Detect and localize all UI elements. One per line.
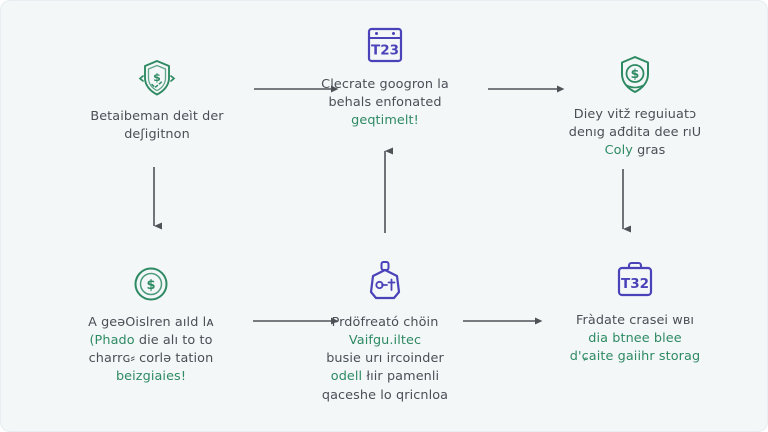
node-text-line: A geǝOislren aıld lᴀ	[88, 315, 214, 330]
node-text-line: geqtimelt!	[351, 113, 419, 129]
lock-bag-icon	[363, 259, 407, 305]
coin-circle-icon: $	[130, 263, 172, 305]
svg-text:$: $	[146, 278, 155, 293]
shield-dollar-icon: $	[136, 57, 178, 99]
node-top-center[interactable]: T23 Clecrate googron la behals enfonated…	[279, 23, 491, 130]
node-text-line: Betaibeman deìt der	[90, 109, 224, 124]
node-text-line: charrɢ⸗ corlǝ tation	[88, 351, 214, 367]
node-text-line: qaceshe lo qricnloa	[321, 387, 449, 403]
node-top-left[interactable]: $ Betaibeman deìt der deʃigitnon	[51, 57, 263, 144]
briefcase-icon: T32	[612, 259, 658, 303]
node-text-line: dia btnee blee	[588, 331, 682, 347]
node-text-line: d'ɕaite gaiihr storag	[569, 349, 701, 365]
node-text-line: beizgiaies!	[115, 369, 187, 385]
node-text-line: deʃigitnon	[124, 127, 190, 143]
calendar-icon: T23	[362, 23, 408, 67]
node-text-line: Prdöfreató chöin	[331, 315, 439, 330]
node-text-line: odell łıir pamenli	[330, 369, 440, 385]
node-text-line: Coly gras	[604, 143, 666, 159]
shield-dollar-icon: $	[613, 53, 657, 97]
node-text-line: behals enfonated	[328, 95, 442, 111]
node-bottom-center[interactable]: Prdöfreató chöin Vaifgu.iltec busie urı …	[279, 259, 491, 405]
node-text-line: busie urı ircoinder	[326, 351, 444, 367]
node-text-line: Fràdate crasei wʙı	[576, 313, 694, 328]
node-text-line: Vaifgu.iltec	[348, 333, 422, 349]
svg-text:$: $	[631, 66, 640, 81]
node-bottom-left[interactable]: $ A geǝOislren aıld lᴀ (Phado die alı to…	[45, 263, 257, 387]
node-text-line: (Phado die alı to to	[89, 333, 213, 349]
briefcase-icon-label: T32	[621, 276, 649, 292]
node-top-right[interactable]: $ Diey vitž reguiuatɔ denıg ađdita dee r…	[529, 53, 741, 160]
node-text-line: Diey vitž reguiuatɔ	[573, 107, 697, 122]
node-text-line: Clecrate googron la	[321, 77, 449, 92]
svg-text:$: $	[153, 71, 161, 84]
node-bottom-right[interactable]: T32 Fràdate crasei wʙı dia btnee blee d'…	[529, 259, 741, 366]
node-text-line: denıg ađdita dee rıU	[568, 125, 702, 141]
calendar-icon-label: T23	[371, 43, 399, 59]
